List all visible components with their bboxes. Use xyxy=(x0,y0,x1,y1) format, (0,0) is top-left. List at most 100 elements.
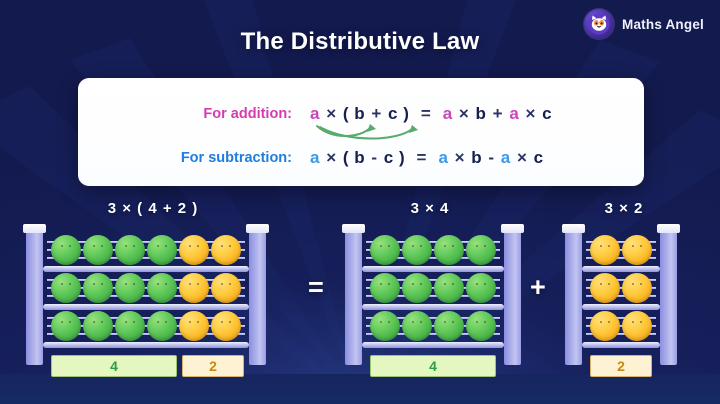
abacus-bead-green xyxy=(402,311,432,341)
abacus-bead-green xyxy=(402,235,432,265)
abacus-wire xyxy=(586,317,656,319)
abacus-bead-yellow xyxy=(622,311,652,341)
abacus-bead-green xyxy=(370,311,400,341)
abacus-wire xyxy=(47,333,245,335)
abacus-rail xyxy=(582,342,660,348)
abacus-bead-green xyxy=(466,235,496,265)
abacus-bead-green xyxy=(83,311,113,341)
abacus-bead-green xyxy=(466,273,496,303)
formula-row-addition: For addition: a × ( b + c ) = a × b + a … xyxy=(78,92,644,140)
abacus-wire xyxy=(47,325,245,327)
formula-row-subtraction: For subtraction: a × ( b - c ) = a × b -… xyxy=(78,136,644,180)
abacus-group-3: 3 × 2 2 xyxy=(562,200,683,377)
abacus-bead-green xyxy=(434,273,464,303)
formula-label-subtraction: For subtraction: xyxy=(180,150,292,166)
formula-label-addition: For addition: xyxy=(203,106,292,122)
abacus-wire xyxy=(366,257,500,259)
abacus-wire xyxy=(366,325,500,327)
operator-plus: + xyxy=(530,272,546,302)
formula-expression-subtraction: a × ( b - c ) = a × b - a × c xyxy=(310,148,544,167)
abacus-bead-green xyxy=(51,235,81,265)
brand-name: Maths Angel xyxy=(622,16,704,32)
abacus-wire xyxy=(47,317,245,319)
abacus-bead-yellow xyxy=(211,235,241,265)
abacus-bead-yellow xyxy=(590,311,620,341)
abacus-3: 2 xyxy=(562,224,680,377)
abacus-value-bars: 4 xyxy=(370,355,496,377)
abacus-bead-yellow xyxy=(179,311,209,341)
abacus-rail xyxy=(582,304,660,310)
abacus-wire xyxy=(366,287,500,289)
abacus-bead-green xyxy=(83,235,113,265)
abacus-rail xyxy=(582,266,660,272)
abacus-wire xyxy=(586,249,656,251)
page-title: The Distributive Law xyxy=(240,28,480,55)
abacus-bead-green xyxy=(51,311,81,341)
abacus-rail xyxy=(362,342,504,348)
abacus-wire xyxy=(586,295,656,297)
brand-logo[interactable]: Maths Angel xyxy=(584,9,704,39)
abacus-bead-yellow xyxy=(590,235,620,265)
formula-expression-addition: a × ( b + c ) = a × b + a × c xyxy=(310,104,552,140)
abacus-wire xyxy=(586,241,656,243)
abacus-wire xyxy=(47,287,245,289)
abacus-wire xyxy=(586,325,656,327)
abacus-bead-green xyxy=(434,235,464,265)
abacus-wire xyxy=(47,241,245,243)
abacus-value-bar-green: 4 xyxy=(370,355,496,377)
operator-equals: = xyxy=(308,272,324,302)
abacus-wire xyxy=(47,279,245,281)
abacus-group-2: 3 × 4 4 xyxy=(342,200,524,377)
abacus-bead-green xyxy=(147,311,177,341)
abacus-rail xyxy=(362,266,504,272)
abacus-bead-green xyxy=(83,273,113,303)
abacus-bead-green xyxy=(402,273,432,303)
abacus-bead-green xyxy=(147,273,177,303)
abacus-wire xyxy=(47,249,245,251)
abacus-value-bar-green: 4 xyxy=(51,355,177,377)
abacus-post-left xyxy=(342,224,365,365)
abacus-value-bar-yellow: 2 xyxy=(590,355,652,377)
abacus-post-left xyxy=(562,224,585,365)
abacus-wire xyxy=(366,241,500,243)
abacus-bead-green xyxy=(370,235,400,265)
abacus-bead-green xyxy=(115,311,145,341)
abacus-bead-yellow xyxy=(590,273,620,303)
abacus-bead-green xyxy=(115,235,145,265)
abacus-wire xyxy=(586,333,656,335)
abacus-bead-green xyxy=(115,273,145,303)
abacus-wire xyxy=(366,295,500,297)
abacus-wire xyxy=(366,333,500,335)
abacus-post-right xyxy=(501,224,524,365)
abacus-bead-green xyxy=(466,311,496,341)
background-bottom-band xyxy=(0,374,720,404)
abacus-post-left xyxy=(23,224,46,365)
abacus-post-right xyxy=(657,224,680,365)
abacus-bead-green xyxy=(51,273,81,303)
abacus-wire xyxy=(586,257,656,259)
cat-mascot-icon xyxy=(584,9,615,39)
abacus-wire xyxy=(366,279,500,281)
abacus-rail xyxy=(43,304,249,310)
abacus-wire xyxy=(366,249,500,251)
abacus-bead-yellow xyxy=(622,235,652,265)
abacus-post-right xyxy=(246,224,269,365)
abacus-rail xyxy=(43,266,249,272)
abacus-wire xyxy=(586,279,656,281)
abacus-bead-green xyxy=(434,311,464,341)
abacus-value-bar-yellow: 2 xyxy=(182,355,244,377)
abacus-group-3-expression: 3 × 2 xyxy=(604,200,644,217)
abacus-bead-green xyxy=(147,235,177,265)
abacus-bead-yellow xyxy=(179,235,209,265)
abacus-bead-yellow xyxy=(211,273,241,303)
abacus-bead-yellow xyxy=(622,273,652,303)
abacus-bead-yellow xyxy=(211,311,241,341)
abacus-wire xyxy=(586,287,656,289)
abacus-bead-green xyxy=(370,273,400,303)
abacus-wire xyxy=(47,295,245,297)
